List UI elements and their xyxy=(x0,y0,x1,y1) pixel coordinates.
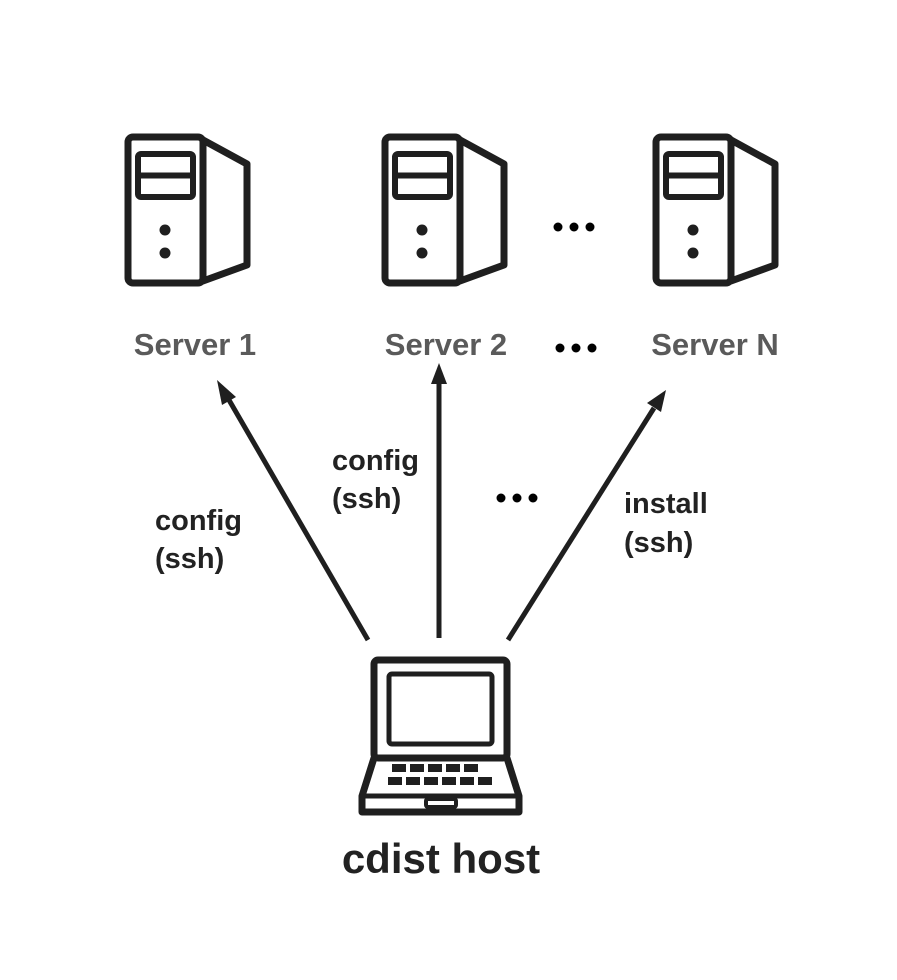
server-1-label: Server 1 xyxy=(134,327,256,362)
arrow-to-server-1 xyxy=(217,380,371,642)
ellipsis-icon xyxy=(553,222,595,232)
server-2-icon xyxy=(385,137,504,283)
arrow-to-server-n xyxy=(505,390,666,642)
server-n-icon xyxy=(656,137,775,283)
edge-2-line2: (ssh) xyxy=(332,483,401,515)
edge-2-line1: config xyxy=(332,445,419,477)
laptop-icon xyxy=(358,656,523,816)
server-2-label: Server 2 xyxy=(385,327,507,362)
server-n-label: Server N xyxy=(651,327,779,362)
edge-1-line1: config xyxy=(155,505,242,537)
host-label: cdist host xyxy=(342,835,540,882)
edge-1-label: config (ssh) xyxy=(155,505,250,575)
edge-3-line1: install xyxy=(624,488,708,520)
edge-1-line2: (ssh) xyxy=(155,543,224,575)
edge-3-label: install (ssh) xyxy=(624,488,716,559)
ellipsis-icon xyxy=(555,343,597,353)
edge-3-line2: (ssh) xyxy=(624,527,693,559)
edge-2-label: config (ssh) xyxy=(332,445,427,515)
ellipsis-icon xyxy=(496,493,538,503)
arrow-to-server-2 xyxy=(431,363,447,638)
server-1-icon xyxy=(128,137,247,283)
